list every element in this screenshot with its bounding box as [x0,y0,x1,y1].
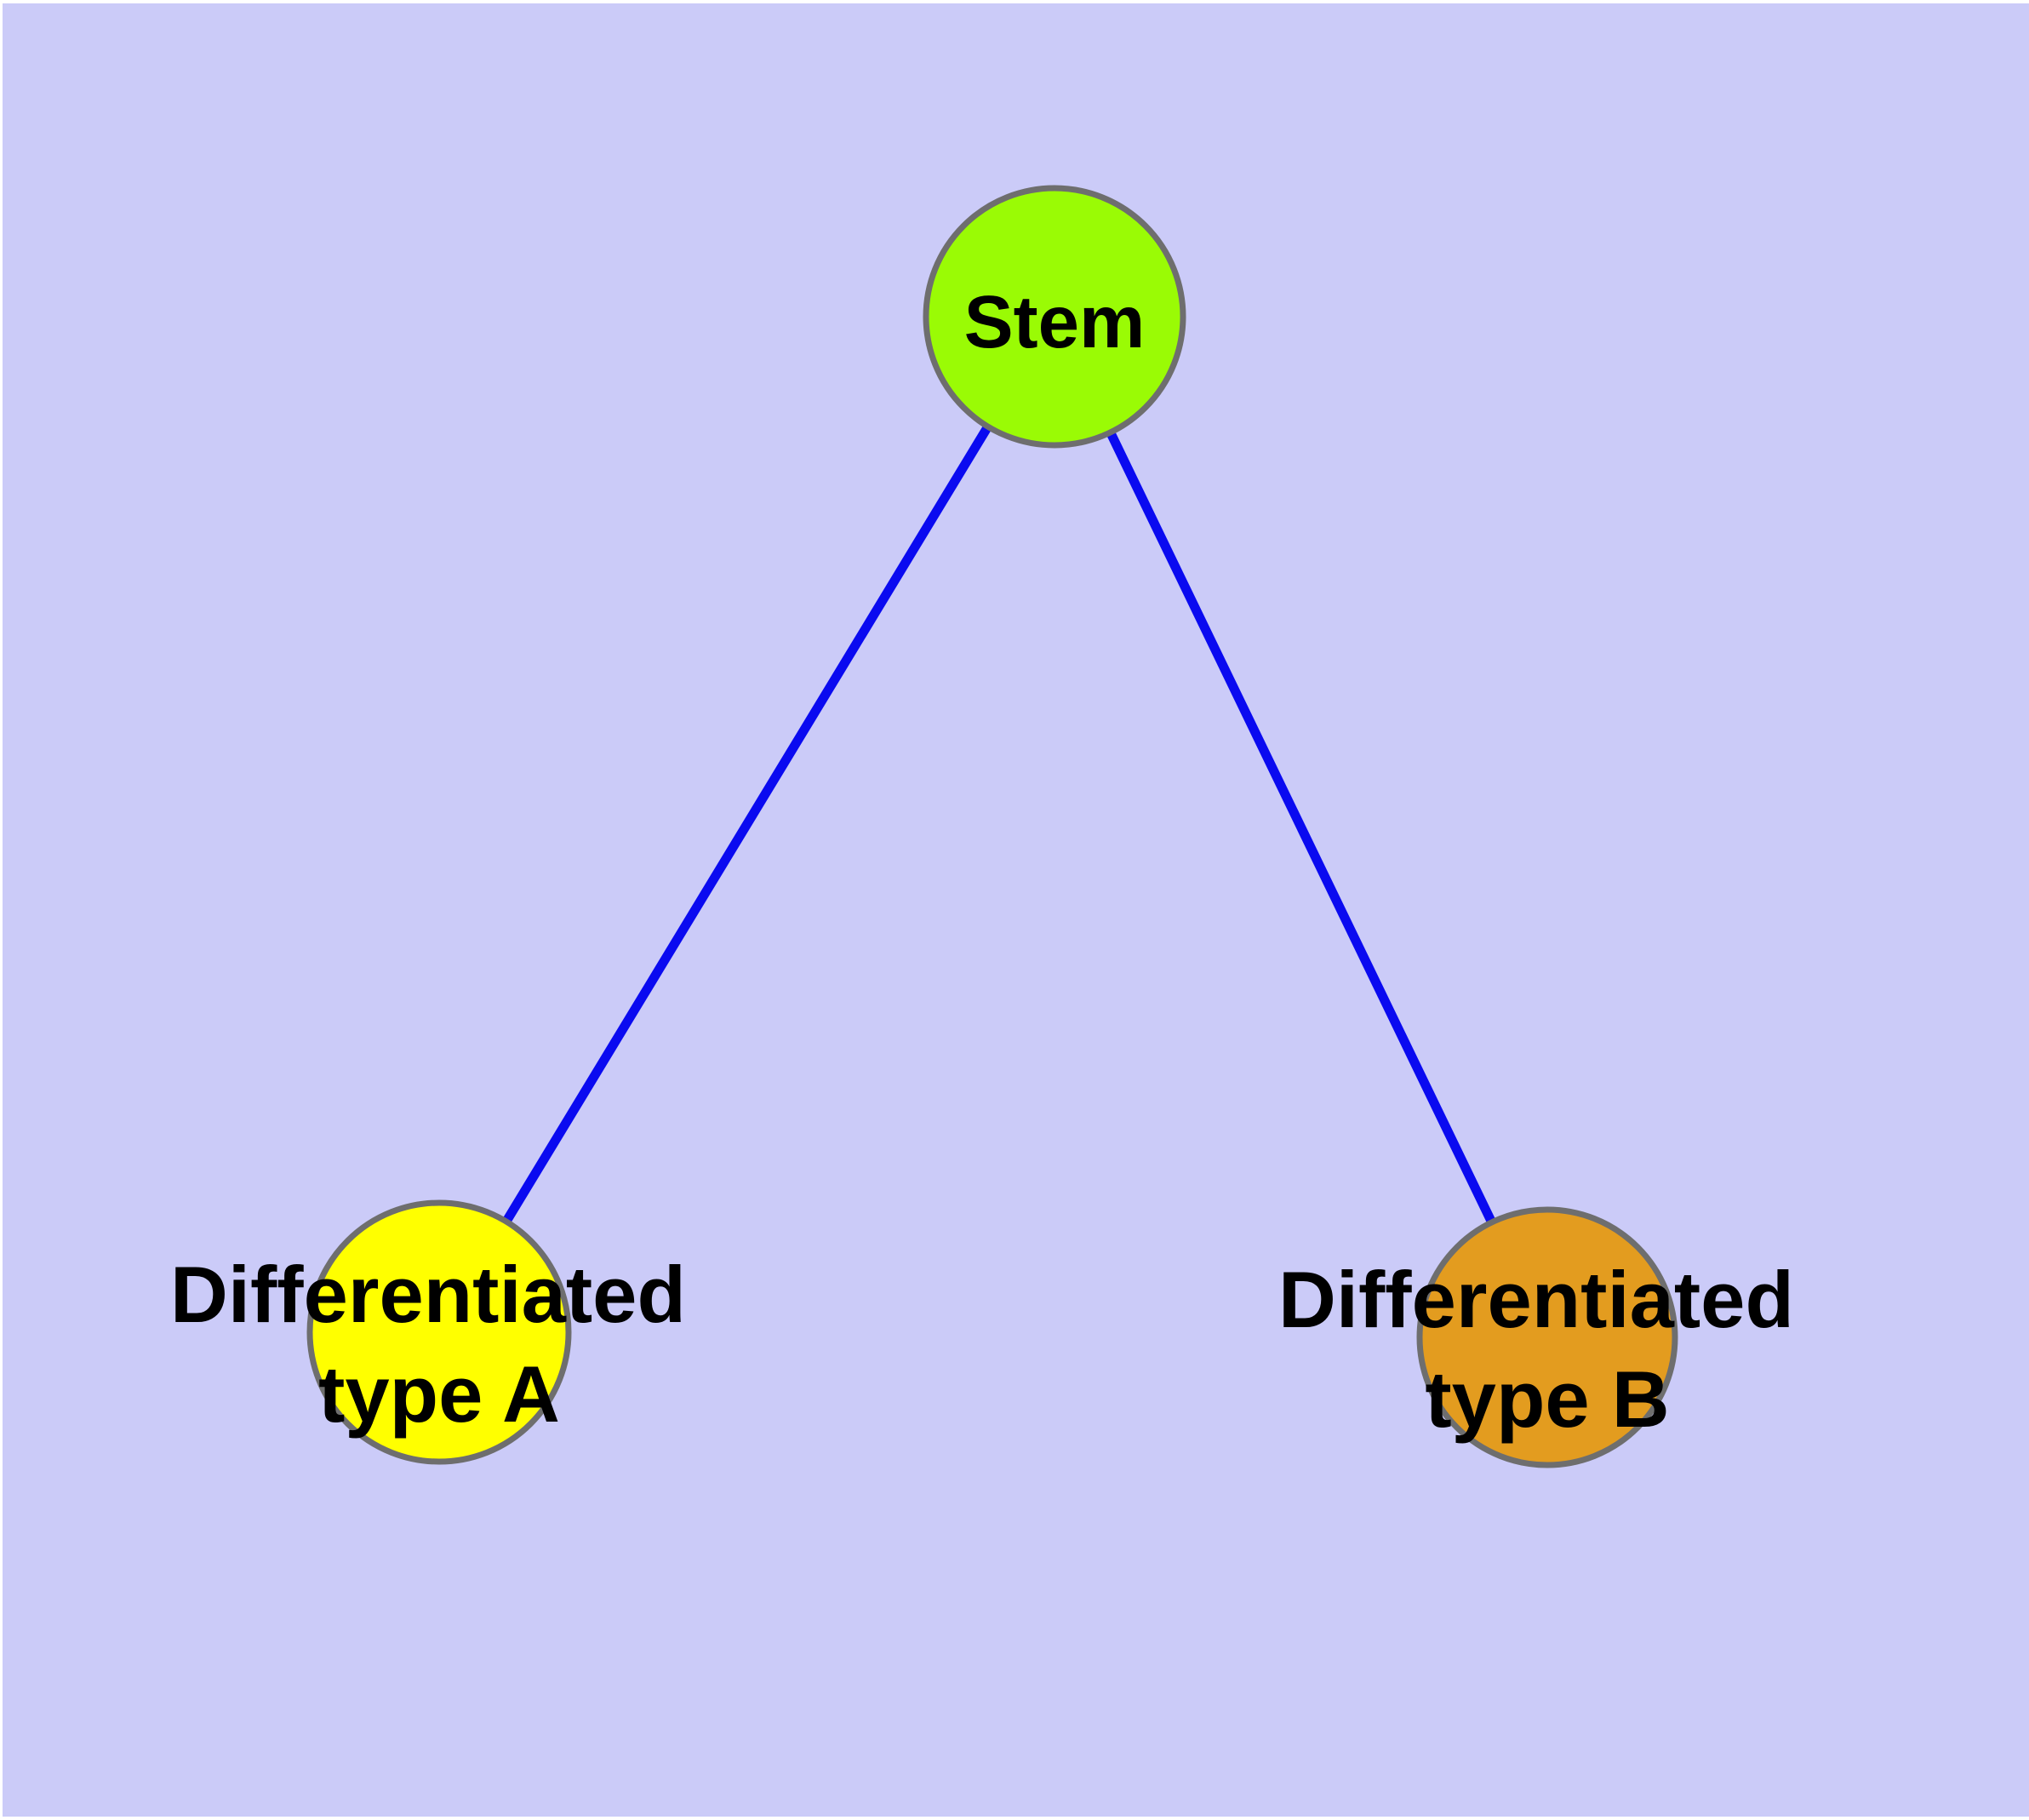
nodes-layer [306,185,1678,1468]
node-stem-label: Stem [964,281,1146,363]
node-type-a-label-line1: Differentiated [170,1250,686,1339]
node-type-b-label-line1: Differentiated [1278,1255,1794,1344]
edge-stem-to-type-a [434,312,1060,1337]
edges-layer [434,312,1552,1342]
node-type-a-label-line2: type A [318,1349,560,1439]
node-differentiated-type-a[interactable] [306,1199,572,1465]
node-differentiated-type-b[interactable] [1416,1206,1678,1468]
labels-layer: Stem Differentiated type A Differentiate… [170,281,1816,1444]
node-type-b-label: Differentiated type B [1278,1255,1816,1444]
node-stem[interactable] [923,185,1186,449]
node-type-a-label: Differentiated type A [170,1250,708,1439]
edge-stem-to-type-b [1049,312,1552,1342]
node-type-b-label-line2: type B [1425,1354,1669,1444]
